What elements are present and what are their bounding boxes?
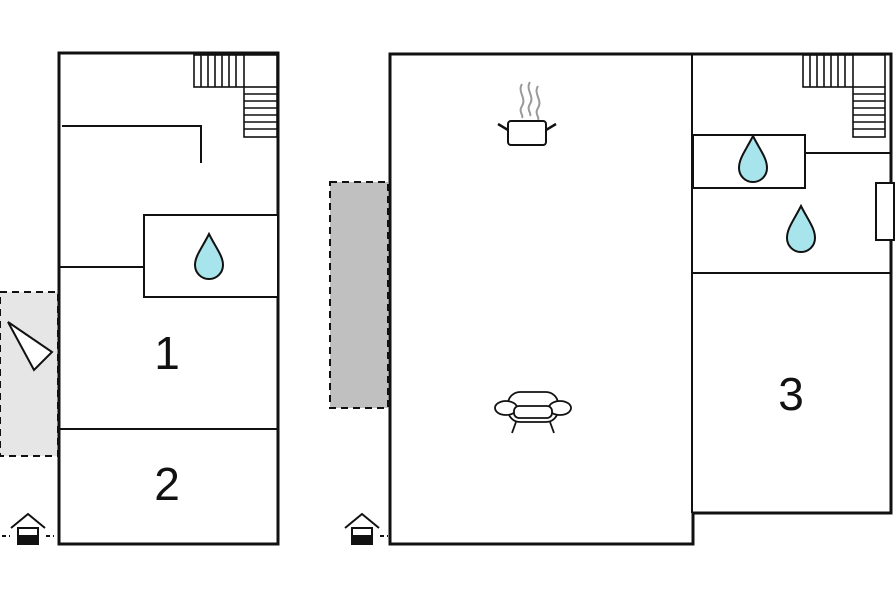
water-drop-icon [737, 133, 769, 183]
room-label-1: 1 [154, 327, 180, 379]
right-terrace [329, 181, 389, 409]
right-floor: 3 [329, 52, 895, 546]
left-floor-outline [57, 51, 280, 546]
entrance-icon [2, 512, 54, 545]
room-label-2: 2 [154, 458, 180, 510]
left-floor: 1 2 [0, 51, 280, 546]
left-terrace [0, 291, 59, 457]
entrance-icon [344, 512, 388, 545]
water-drop-icon [785, 203, 817, 253]
staircase-icon [193, 54, 278, 138]
interior-wall [62, 125, 202, 163]
room-label-3: 3 [778, 368, 804, 420]
door-opening-icon [7, 321, 54, 372]
staircase-icon [802, 54, 886, 138]
sofa-icon [494, 391, 572, 434]
right-floor-outline [388, 52, 893, 546]
water-drop-icon [193, 231, 225, 280]
window [875, 182, 895, 241]
cooking-pot-icon [497, 81, 557, 146]
